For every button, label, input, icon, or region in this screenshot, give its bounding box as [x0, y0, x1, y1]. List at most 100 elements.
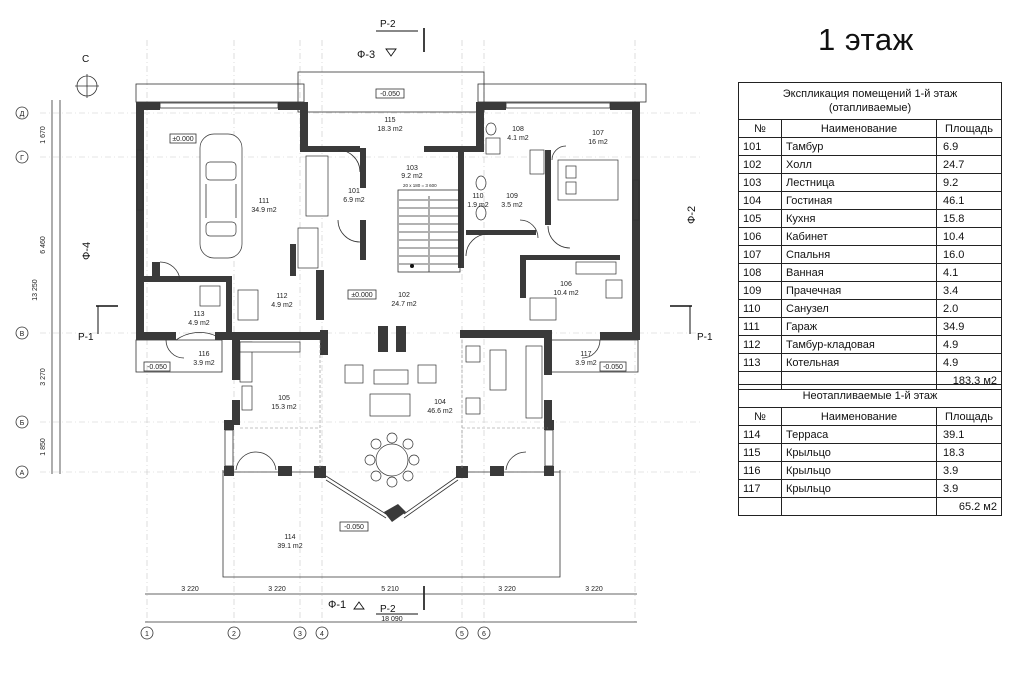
room-area: 4.1 m2 — [507, 135, 529, 142]
room-name-cell: Холл — [781, 155, 937, 174]
axis-number: 2 — [232, 631, 236, 638]
dimension-label: 1 670 — [40, 126, 47, 144]
room-number: 104 — [434, 399, 446, 406]
room-number: 109 — [506, 193, 518, 200]
room-area-cell: 3.9 — [936, 461, 1002, 480]
room-area-cell: 6.9 — [936, 137, 1002, 156]
room-number: 103 — [406, 165, 418, 172]
facade-mark-top: Ф-3 — [357, 49, 375, 61]
dimension-total: 18 090 — [381, 616, 403, 623]
room-name-cell: Кухня — [781, 209, 937, 228]
room-number-cell: 103 — [738, 173, 782, 192]
section-mark-left: Р-1 — [78, 332, 94, 343]
room-area-cell: 9.2 — [936, 173, 1002, 192]
level-mark: -0.050 — [344, 524, 364, 531]
room-area: 3.9 m2 — [575, 360, 597, 367]
room-area: 46.6 m2 — [427, 408, 452, 415]
room-number-cell: 113 — [738, 353, 782, 372]
exterior-outlines — [135, 71, 647, 578]
facade-mark-left: Ф-4 — [81, 242, 93, 260]
bottom-dimensions: 3 220 3 220 5 210 3 220 3 220 18 090 1 2… — [140, 586, 637, 640]
level-mark: -0.050 — [603, 364, 623, 371]
axis-number: 6 — [482, 631, 486, 638]
section-marks: Р-2 Ф-3 Ф-1 Р-2 Р-1 Р-1 Ф-4 Ф-2 — [78, 19, 713, 615]
windows — [136, 102, 640, 519]
room-area-cell: 4.9 — [936, 335, 1002, 354]
unheated-rooms-table: Неотапливаемые 1-й этаж № Наименование П… — [738, 384, 1002, 516]
room-number-cell: 116 — [738, 461, 782, 480]
room-area-cell: 2.0 — [936, 299, 1002, 318]
section-mark-right: Р-1 — [697, 332, 713, 343]
column-header: № — [738, 407, 782, 426]
room-name-cell: Гостиная — [781, 191, 937, 210]
room-area: 24.7 m2 — [391, 301, 416, 308]
walls — [136, 102, 640, 522]
room-area-cell: 3.9 — [936, 479, 1002, 498]
axis-letter: Д — [20, 111, 25, 118]
page-title: 1 этаж — [818, 22, 914, 57]
north-mark: С — [82, 54, 89, 65]
stair: 20 x 180 = 3 600 — [397, 183, 461, 273]
left-dimensions: 1 670 6 460 13 250 3 270 1 850 Д Г В Б А — [15, 100, 61, 479]
room-name-cell: Крыльцо — [781, 461, 937, 480]
room-area: 3.5 m2 — [501, 202, 523, 209]
level-mark: ±0.000 — [172, 136, 193, 143]
room-area: 3.9 m2 — [193, 360, 215, 367]
room-number-cell: 106 — [738, 227, 782, 246]
room-number: 108 — [512, 126, 524, 133]
room-number: 101 — [348, 188, 360, 195]
room-number-cell: 102 — [738, 155, 782, 174]
room-number-cell: 105 — [738, 209, 782, 228]
room-area-cell: 39.1 — [936, 425, 1002, 444]
room-number-cell: 109 — [738, 281, 782, 300]
stair-note: 20 x 180 = 3 600 — [403, 183, 437, 188]
room-number: 117 — [580, 351, 591, 358]
room-name-cell: Крыльцо — [781, 443, 937, 462]
room-name-cell: Санузел — [781, 299, 937, 318]
room-number-cell: 108 — [738, 263, 782, 282]
living-furniture — [344, 345, 543, 488]
room-name-cell: Спальня — [781, 245, 937, 264]
dimension-label: 3 220 — [585, 586, 603, 593]
room-number: 111 — [259, 198, 270, 205]
column-header: № — [738, 119, 782, 138]
floor-plan: .wall { fill:#3a3a3a; } .thin { stroke:#… — [15, 19, 713, 640]
room-area-cell: 4.9 — [936, 353, 1002, 372]
room-name-cell: Тамбур — [781, 137, 937, 156]
room-name-cell: Гараж — [781, 317, 937, 336]
north-arrow-icon: С — [75, 54, 99, 98]
room-area-cell: 10.4 — [936, 227, 1002, 246]
room-number: 106 — [560, 281, 572, 288]
room-area-cell: 46.1 — [936, 191, 1002, 210]
column-header: Наименование — [781, 119, 937, 138]
room-number: 116 — [198, 351, 209, 358]
room-number-cell: 114 — [738, 425, 782, 444]
room-labels: 101 6.9 m2 102 24.7 m2 103 9.2 m2 104 46… — [188, 117, 608, 550]
level-mark: -0.050 — [380, 91, 400, 98]
room-area: 1.9 m2 — [467, 202, 489, 209]
room-number-cell: 111 — [738, 317, 782, 336]
room-number-cell: 117 — [738, 479, 782, 498]
room-number-cell: 101 — [738, 137, 782, 156]
room-area: 4.9 m2 — [271, 302, 293, 309]
axis-letter: В — [20, 331, 25, 338]
column-header: Наименование — [781, 407, 937, 426]
room-area-cell: 18.3 — [936, 443, 1002, 462]
room-area: 39.1 m2 — [277, 543, 302, 550]
room-name-cell: Тамбур-кладовая — [781, 335, 937, 354]
axis-letter: Г — [20, 155, 24, 162]
